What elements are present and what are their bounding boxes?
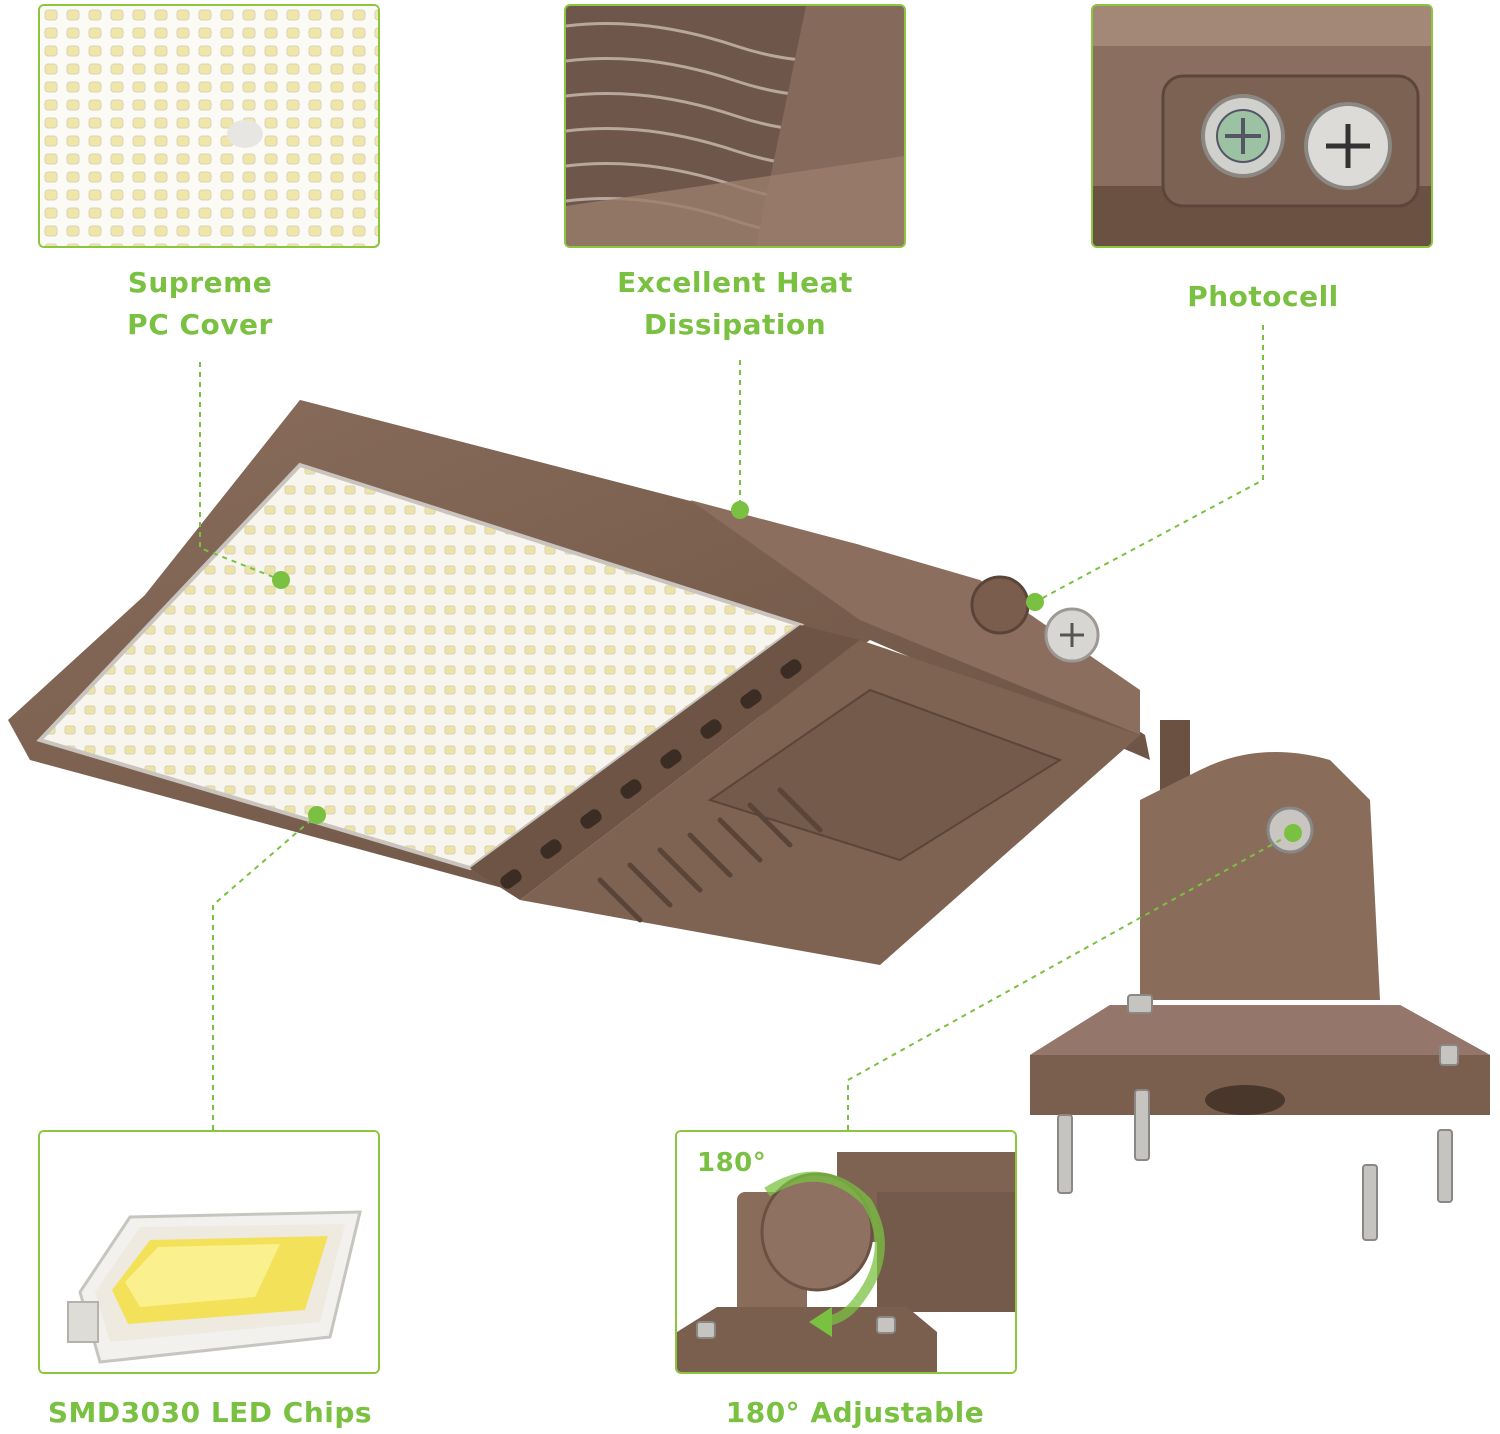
heat-line1: Excellent Heat	[617, 266, 853, 299]
leader-photocell	[1034, 325, 1264, 603]
heat-inset	[564, 4, 906, 248]
heat-label: Excellent Heat Dissipation	[585, 262, 885, 346]
photocell-inset	[1091, 4, 1433, 248]
leader-chips	[212, 814, 318, 1130]
smd-chip-icon	[40, 1132, 378, 1372]
led-panel-closeup-icon	[40, 6, 378, 246]
chips-inset	[38, 1130, 380, 1374]
adjustable-label: 180° Adjustable	[725, 1396, 985, 1429]
heat-line2: Dissipation	[643, 308, 827, 341]
adjustable-mount-icon	[677, 1132, 1015, 1372]
heat-sink-fins-icon	[566, 6, 904, 246]
rotation-arrow-icon	[764, 1171, 885, 1337]
adjustable-angle-label: 180°	[697, 1148, 767, 1178]
chips-label: SMD3030 LED Chips	[47, 1396, 373, 1429]
pc-cover-line1: Supreme	[127, 266, 273, 299]
leader-pc-cover	[199, 362, 282, 581]
adjustable-inset: 180°	[675, 1130, 1017, 1374]
photocell-sensor-icon	[1093, 6, 1431, 246]
pc-cover-label: Supreme PC Cover	[60, 262, 340, 346]
leader-adjustable	[847, 832, 1294, 1130]
pc-cover-inset	[38, 4, 380, 248]
pc-cover-line2: PC Cover	[127, 308, 273, 341]
photocell-label: Photocell	[1187, 280, 1339, 313]
